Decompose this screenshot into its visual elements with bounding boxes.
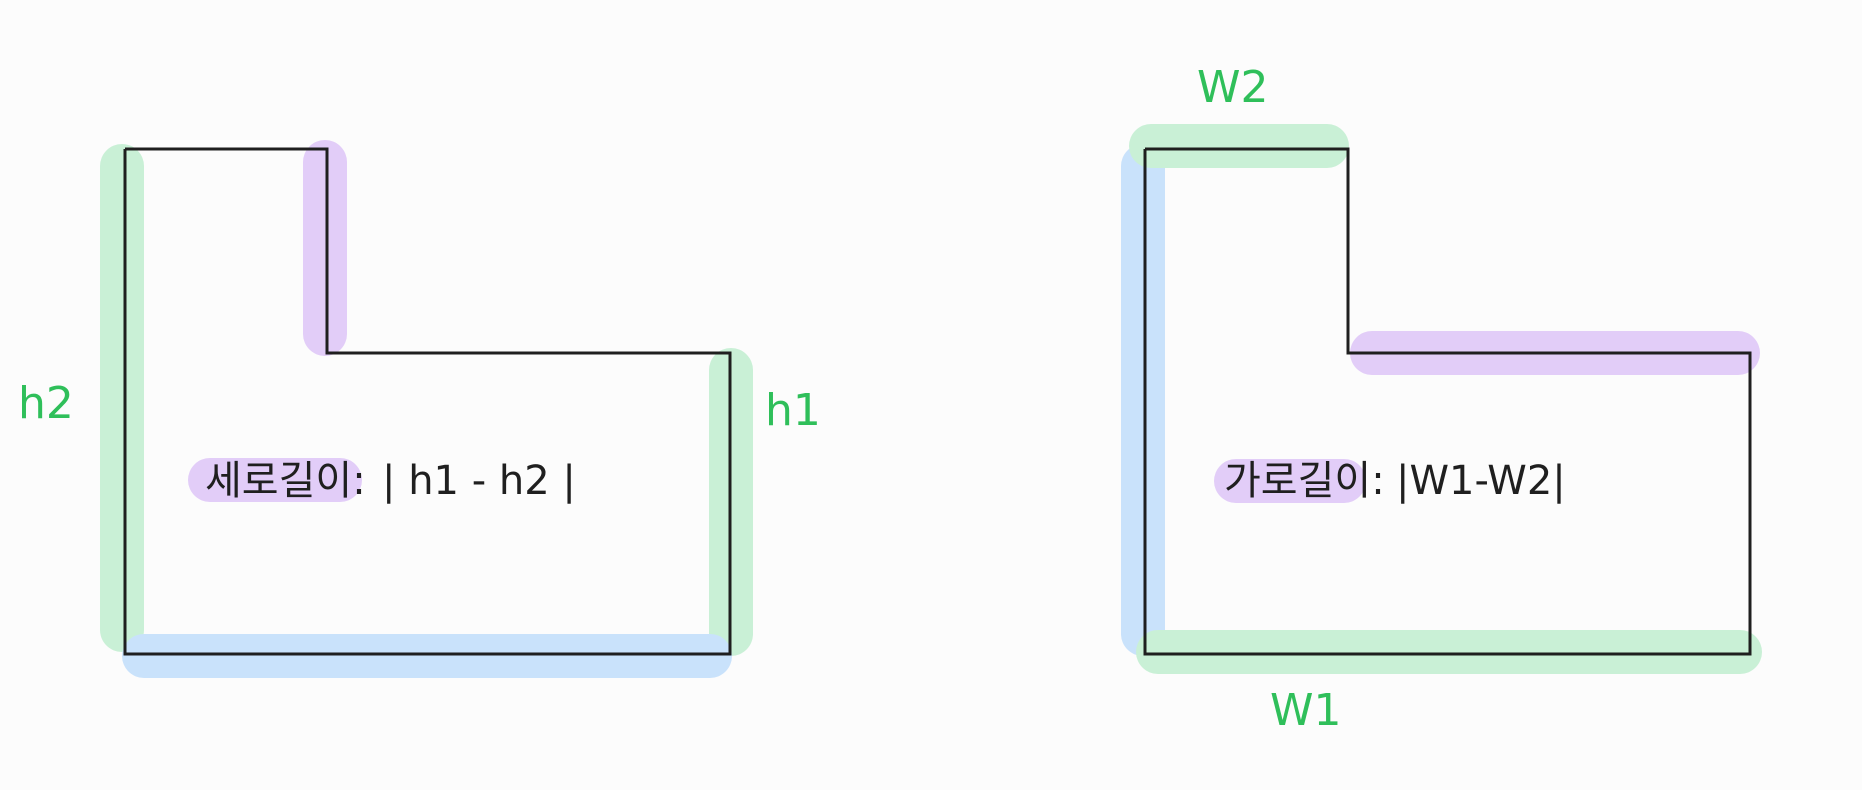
left-formula-prefix: 세로길이: xyxy=(205,458,366,504)
left-l-shape-outline xyxy=(123,147,732,656)
right-formula-expression: |W1-W2| xyxy=(1396,458,1566,504)
right-formula-prefix: 가로길이: xyxy=(1224,458,1385,504)
right-l-shape-outline xyxy=(1143,147,1752,656)
label-w1: W1 xyxy=(1270,685,1342,736)
right-figure: W2 W1 가로길이: |W1-W2| xyxy=(1121,62,1762,736)
label-w2: W2 xyxy=(1197,62,1269,113)
label-h2: h2 xyxy=(18,378,74,429)
left-figure: h2 h1 세로길이: | h1 - h2 | xyxy=(18,140,821,678)
label-h1: h1 xyxy=(765,385,821,436)
left-formula-expression: | h1 - h2 | xyxy=(382,458,576,504)
